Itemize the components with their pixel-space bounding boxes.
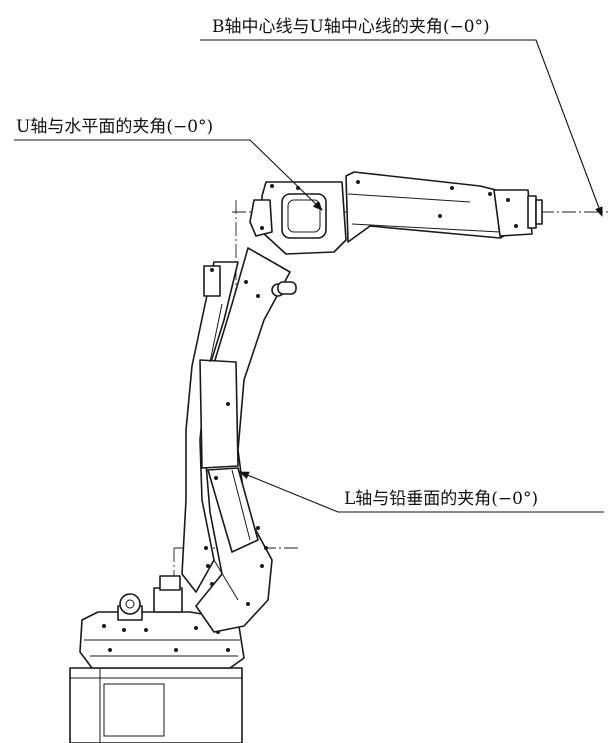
- u-axis-window-inner: [287, 199, 321, 233]
- forearm-bolt: [438, 214, 442, 218]
- swivel-box-left: [153, 587, 183, 613]
- forearm-bolt: [488, 192, 492, 196]
- u-axis-window: [281, 193, 327, 239]
- swivel-box-top: [159, 575, 181, 591]
- base-pedestal: [69, 667, 243, 743]
- robot-base: [69, 575, 245, 743]
- base-bolt: [194, 626, 198, 630]
- wrist-flange: [527, 195, 537, 229]
- lower-arm: [181, 247, 297, 633]
- base-pedestal-detail: [70, 668, 242, 743]
- base-plate-lines: [84, 639, 240, 657]
- lower-arm-rear-link: [181, 261, 239, 593]
- forearm-bolt: [450, 186, 454, 190]
- wrist-housing: [493, 189, 533, 237]
- arm-bolt: [260, 564, 264, 568]
- lifting-eye-hole: [125, 599, 135, 609]
- l-axis-angle-label: L轴与铅垂面的夹角(−0°): [344, 489, 538, 509]
- housing-bolt: [260, 226, 264, 230]
- base-bolt: [174, 648, 178, 652]
- arm-bolt: [264, 546, 268, 550]
- u-axis-leader-line: [14, 139, 323, 211]
- b-axis-leader-line: [200, 39, 603, 217]
- base-bolt: [108, 648, 112, 652]
- upper-arm: [249, 171, 543, 255]
- lower-arm-cover-lower: [207, 467, 259, 553]
- b-axis-angle-label: B轴中心线与U轴中心线的夹角(−0°): [212, 17, 490, 37]
- arm-bolt: [226, 402, 230, 406]
- wrist-bolt: [514, 224, 518, 228]
- l-arm-link-pin: [277, 281, 297, 295]
- housing-bolt: [270, 184, 274, 188]
- arm-bolt: [256, 526, 260, 530]
- base-bolt: [144, 628, 148, 632]
- base-bolt: [226, 648, 230, 652]
- wrist-bolt: [506, 198, 510, 202]
- arm-bolt: [206, 564, 210, 568]
- l-axis-bracket: [203, 265, 221, 297]
- base-bolt: [102, 624, 106, 628]
- arm-bolt: [244, 280, 248, 284]
- forearm-bolt: [356, 180, 360, 184]
- arm-bolt: [256, 294, 260, 298]
- arm-bolt: [204, 546, 208, 550]
- arm-bolt: [246, 602, 250, 606]
- base-bolt: [122, 628, 126, 632]
- arm-bolt: [210, 582, 214, 586]
- base-panel: [103, 683, 165, 737]
- lower-arm-detail-lines: [209, 303, 251, 601]
- forearm-detail-lines: [347, 193, 501, 233]
- lower-arm-cover-upper: [199, 359, 239, 469]
- tool-flange: [535, 199, 543, 225]
- l-axis-leader-line: [239, 471, 604, 513]
- annotation-leaders: [14, 39, 604, 513]
- u-axis-angle-label: U轴与水平面的夹角(−0°): [16, 117, 213, 137]
- bracket-bolt: [210, 268, 214, 272]
- arm-bolt: [214, 476, 218, 480]
- u-axis-motor-cap: [249, 199, 273, 237]
